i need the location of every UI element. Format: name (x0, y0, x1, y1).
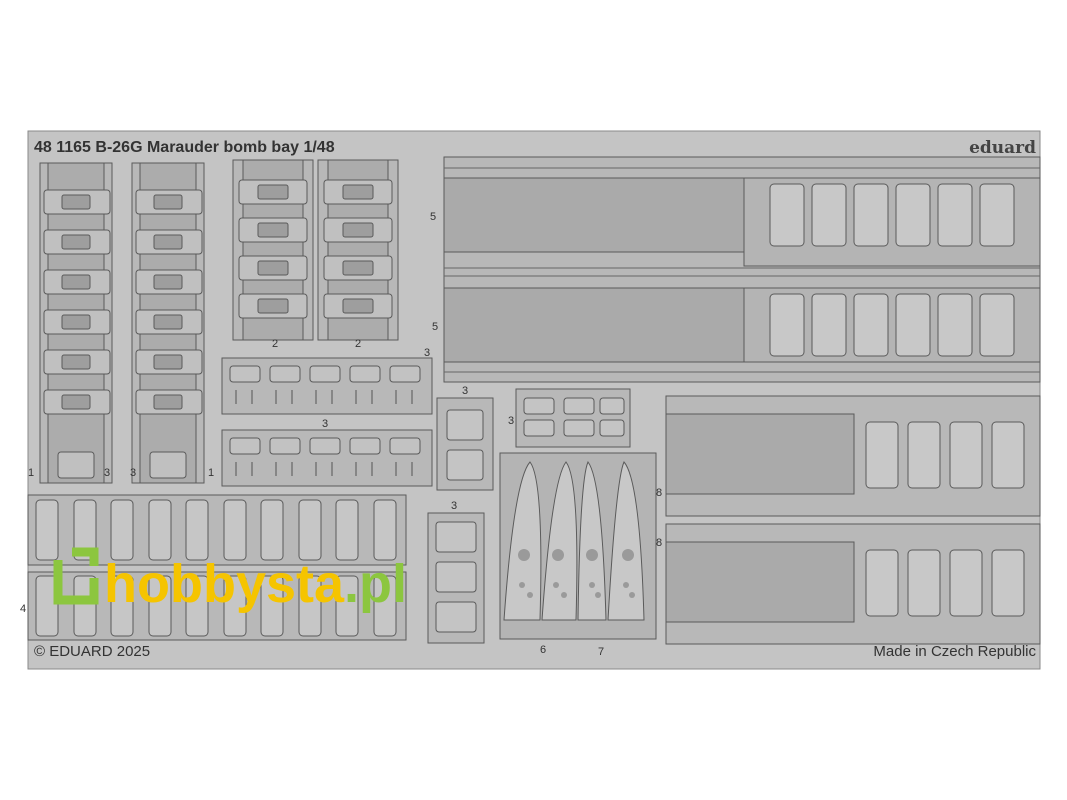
part-group-bay-doors (443, 156, 1041, 383)
part-group-spars (499, 452, 657, 640)
part-number-4: 4 (20, 603, 26, 615)
part-number-3-a: 3 (104, 467, 110, 479)
part-number-3-b: 3 (130, 467, 136, 479)
part-number-1-right: 1 (208, 467, 214, 479)
part-number-7: 7 (598, 646, 604, 658)
part-number-6: 6 (540, 644, 546, 656)
watermark-brand-text: hobbysta.pl (104, 554, 407, 614)
part-number-3-small-top: 3 (462, 385, 468, 397)
part-group-strips (27, 494, 407, 641)
part-group-latch-rows (221, 357, 433, 487)
part-number-1-left: 1 (28, 467, 34, 479)
part-group-lower-doors (665, 395, 1041, 645)
part-number-3-row-top: 3 (424, 347, 430, 359)
part-number-8-bottom: 8 (656, 537, 662, 549)
part-number-3-row-mid: 3 (322, 418, 328, 430)
brand-logo: eduard (969, 138, 1036, 158)
watermark-domain: .pl (344, 554, 407, 614)
copyright-text: © EDUARD 2025 (34, 643, 150, 660)
fret-title: 48 1165 B-26G Marauder bomb bay 1/48 (34, 139, 335, 156)
hobbysta-watermark: hobbysta.pl (53, 547, 407, 614)
watermark-brand: hobbysta (104, 554, 345, 614)
part-number-2-a: 2 (272, 338, 278, 350)
part-number-5-top: 5 (430, 211, 436, 223)
part-group-small-latches (427, 388, 631, 644)
hobbysta-logo-icon (53, 547, 99, 605)
part-number-8-top: 8 (656, 487, 662, 499)
part-number-2-b: 2 (355, 338, 361, 350)
part-number-3-small-mid: 3 (508, 415, 514, 427)
origin-text: Made in Czech Republic (873, 643, 1036, 660)
part-number-5-bottom: 5 (432, 321, 438, 333)
part-group-racks-middle (232, 159, 399, 341)
part-number-3-small-low: 3 (451, 500, 457, 512)
part-group-racks-left (39, 162, 205, 484)
